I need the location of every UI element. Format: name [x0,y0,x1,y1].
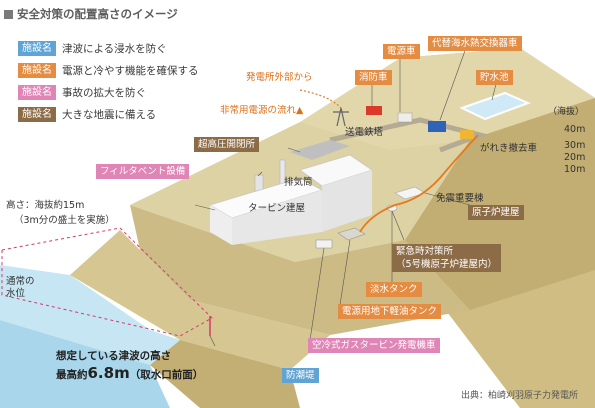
emergency-power-cable [359,134,479,233]
label-normal-level-2: 水位 [6,288,26,299]
plateau-front-slope [130,205,470,335]
label-seawall: 防潮堤 [282,368,319,383]
label-reservoir: 貯水池 [476,70,513,85]
legend-item-orange: 施設名 電源と冷やす機能を確保する [18,62,199,79]
turbine-building-side [232,190,322,245]
legend-swatch: 施設名 [18,41,56,56]
legend-label: 事故の拡大を防ぐ [62,87,146,99]
legend-label: 津波による浸水を防ぐ [62,43,167,55]
site-road [329,117,489,153]
filter-vent-shape [254,174,264,192]
title-text: 安全対策の配置高さのイメージ [17,7,178,21]
label-offsite-power: 発電所外部から [246,72,313,83]
label-site-height-2: （3m分の盛土を実施） [14,215,115,226]
label-gas-turbine: 空冷式ガスタービン発電機車 [308,338,440,353]
label-turbine-building: タービン建屋 [248,203,306,214]
altitude-scale-title: （海抜） [548,107,585,117]
turbine-building-front [210,205,232,245]
diagram-title: 安全対策の配置高さのイメージ [4,6,178,22]
label-tsunami-pre: 最高約 [56,369,88,381]
label-emergency-center-2: （5号機原子炉建屋内） [396,259,498,270]
sea-front [0,320,170,408]
tsunami-envelope [1,227,213,337]
fire-truck-shape [366,106,382,115]
legend: 施設名 津波による浸水を防ぐ 施設名 電源と冷やす機能を確保する 施設名 事故の… [18,40,199,128]
altitude-tick: 20m [564,152,586,163]
hx-vehicle-shape [428,121,446,132]
sea-surface [0,265,180,365]
altitude-tick: 30m [564,140,586,151]
label-fuel-tank: 電源用地下軽油タンク [338,304,442,319]
source-credit: 出典：柏崎刈羽原子力発電所 [461,391,579,401]
label-reactor-building: 原子炉建屋 [468,205,524,220]
label-normal-level-1: 通常の [6,276,35,287]
label-emergency-center-1: 緊急時対策所 [396,246,454,257]
legend-swatch: 施設名 [18,107,56,122]
embankment-face [150,340,300,408]
altitude-tick: 10m [564,164,586,175]
label-site-height-1: 高さ：海抜約15m [6,200,85,211]
label-tsunami-num: 6.8m [87,364,130,382]
label-fresh-water-tank: 淡水タンク [366,282,422,297]
label-power-vehicle: 電源車 [383,44,420,59]
legend-label: 電源と冷やす機能を確保する [62,65,199,77]
label-transmission-tower: 送電鉄塔 [345,127,384,138]
label-stack: 排気筒 [284,177,313,188]
title-bullet [4,9,13,19]
switchyard-shape [290,140,350,160]
legend-item-pink: 施設名 事故の拡大を防ぐ [18,84,199,101]
legend-swatch: 施設名 [18,63,56,78]
label-tsunami-2: 最高約6.8m（取水口前面） [56,364,203,382]
label-debris-vehicle: がれき撤去車 [480,143,538,154]
legend-item-brown: 施設名 大きな地震に備える [18,106,199,123]
power-vehicle-shape [397,112,413,123]
label-tsunami-post: （取水口前面） [129,369,204,381]
altitude-scale: （海抜） 40m 30m 20m 10m [548,104,594,175]
gas-turbine-shape [315,239,333,249]
label-emergency-center: 緊急時対策所 （5号機原子炉建屋内） [392,244,502,272]
reservoir-pool [459,91,531,121]
legend-swatch: 施設名 [18,85,56,100]
legend-label: 大きな地震に備える [62,109,157,121]
label-uhv-switchyard: 超高圧開閉所 [194,137,260,152]
label-seawater-hx-vehicle: 代替海水熱交換器車 [428,36,522,51]
reactor-building-side [322,170,372,232]
altitude-tick: 40m [564,124,586,135]
legend-item-blue: 施設名 津波による浸水を防ぐ [18,40,199,57]
offsite-power-line [299,89,342,109]
label-fire-truck: 消防車 [355,70,392,85]
label-seismic-building: 免震重要棟 [436,193,484,204]
fuel-tank-area [337,227,366,241]
debris-vehicle-shape [460,130,474,139]
label-filter-vent: フィルタベント設備 [96,164,190,179]
label-normal-level: 通常の 水位 [6,276,35,300]
embankment [70,230,330,370]
label-tsunami-1: 想定している津波の高さ [56,350,172,362]
leader-lines [194,47,499,383]
label-emergency-power-flow: 非常用電源の流れ▲ [220,105,304,116]
